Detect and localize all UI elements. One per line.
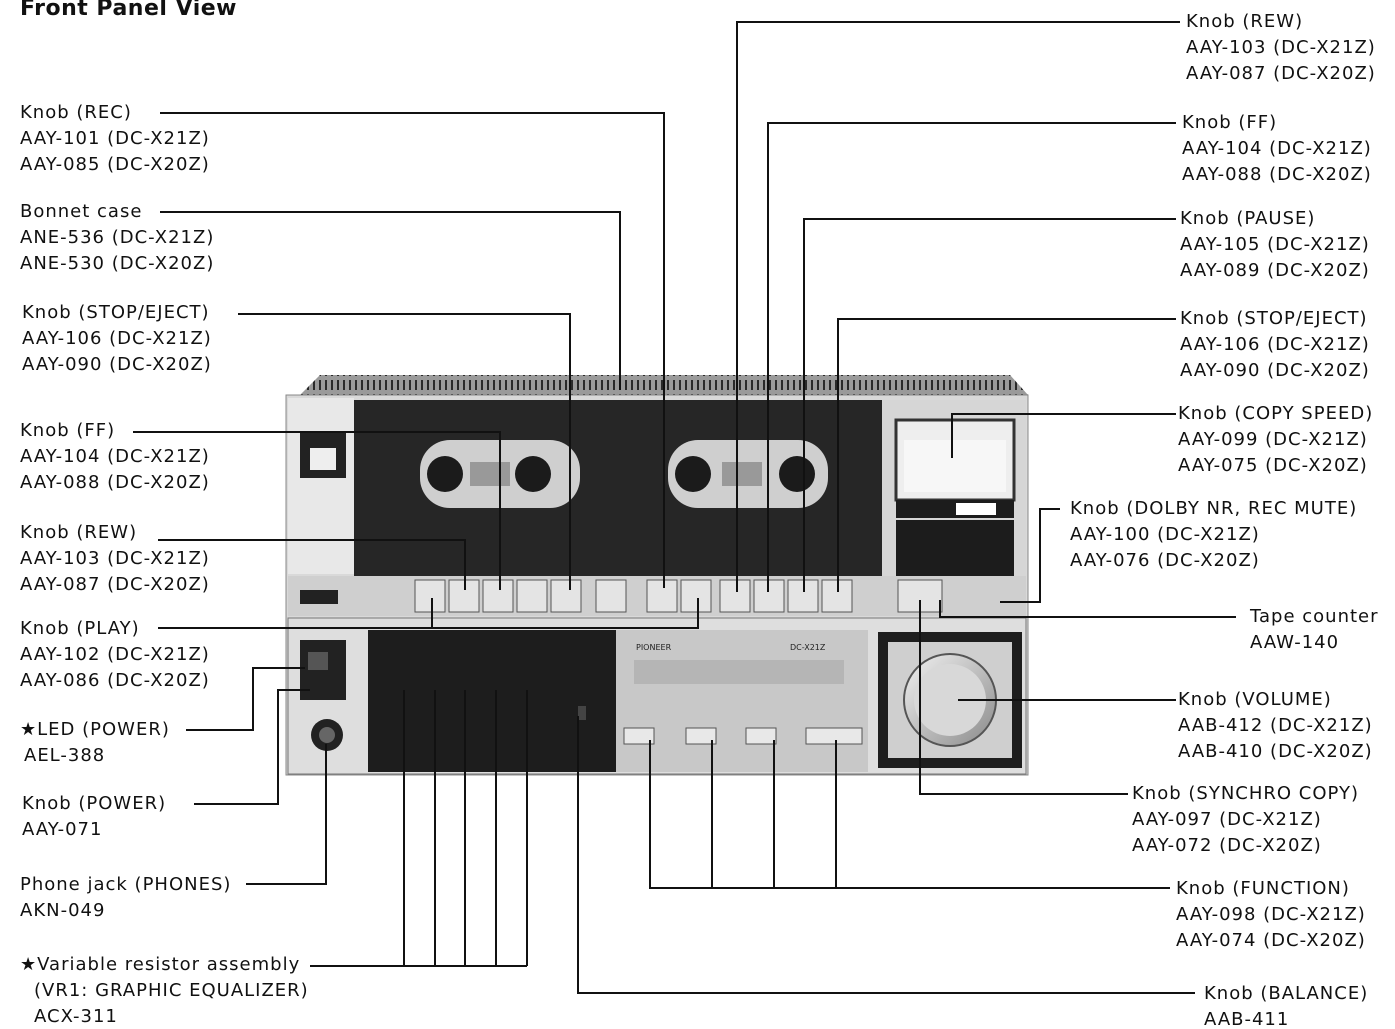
label-line: AAY-105 (DC-X21Z) bbox=[1180, 234, 1370, 255]
label-line: AAY-087 (DC-X20Z) bbox=[1186, 63, 1376, 84]
label-line: ANE-536 (DC-X21Z) bbox=[20, 227, 215, 248]
label-line: Knob (PAUSE) bbox=[1180, 208, 1316, 229]
label-led-power: ★LED (POWER) AEL-388 bbox=[20, 717, 170, 769]
label-line: AAB-412 (DC-X21Z) bbox=[1178, 715, 1373, 736]
label-line: Knob (FF) bbox=[1182, 112, 1278, 133]
label-line: AAY-102 (DC-X21Z) bbox=[20, 644, 210, 665]
label-knob-stop-eject-left: Knob (STOP/EJECT) AAY-106 (DC-X21Z) AAY-… bbox=[22, 300, 212, 378]
label-line: Knob (STOP/EJECT) bbox=[1180, 308, 1368, 329]
label-bonnet-case: Bonnet case ANE-536 (DC-X21Z) ANE-530 (D… bbox=[20, 199, 214, 277]
label-line: Knob (PLAY) bbox=[20, 618, 140, 639]
label-knob-play: Knob (PLAY) AAY-102 (DC-X21Z) AAY-086 (D… bbox=[20, 616, 210, 694]
label-knob-dolby-nr: Knob (DOLBY NR, REC MUTE) AAY-100 (DC-X2… bbox=[1070, 496, 1357, 574]
label-knob-power: Knob (POWER) AAY-071 bbox=[22, 791, 166, 843]
label-line: AAY-090 (DC-X20Z) bbox=[22, 354, 212, 375]
amplifier-section: PIONEER DC-X21Z bbox=[287, 617, 1027, 775]
label-line: Knob (FF) bbox=[20, 420, 116, 441]
label-line: Knob (POWER) bbox=[22, 793, 167, 814]
label-line: Tape counter bbox=[1250, 606, 1379, 627]
label-line: Knob (VOLUME) bbox=[1178, 689, 1332, 710]
label-line: Knob (REC) bbox=[20, 102, 132, 123]
label-knob-function: Knob (FUNCTION) AAY-098 (DC-X21Z) AAY-07… bbox=[1176, 876, 1366, 954]
label-line: AEL-388 bbox=[24, 745, 106, 766]
label-line: AAY-074 (DC-X20Z) bbox=[1176, 930, 1366, 951]
label-line: AAY-100 (DC-X21Z) bbox=[1070, 524, 1260, 545]
label-knob-copy-speed: Knob (COPY SPEED) AAY-099 (DC-X21Z) AAY-… bbox=[1178, 401, 1373, 479]
label-knob-stop-eject-right: Knob (STOP/EJECT) AAY-106 (DC-X21Z) AAY-… bbox=[1180, 306, 1370, 384]
label-line: AAY-106 (DC-X21Z) bbox=[1180, 334, 1370, 355]
label-line: AAY-104 (DC-X21Z) bbox=[1182, 138, 1372, 159]
label-line: AAY-089 (DC-X20Z) bbox=[1180, 260, 1370, 281]
label-line: AAY-071 bbox=[22, 819, 103, 840]
label-line: AAY-086 (DC-X20Z) bbox=[20, 670, 210, 691]
label-line: ANE-530 (DC-X20Z) bbox=[20, 253, 215, 274]
label-line: AAY-099 (DC-X21Z) bbox=[1178, 429, 1368, 450]
label-line: ★Variable resistor assembly bbox=[20, 954, 301, 975]
label-line: AAB-411 bbox=[1204, 1009, 1290, 1029]
label-line: AAY-088 (DC-X20Z) bbox=[20, 472, 210, 493]
label-line: AAY-097 (DC-X21Z) bbox=[1132, 809, 1322, 830]
label-knob-rec: Knob (REC) AAY-101 (DC-X21Z) AAY-085 (DC… bbox=[20, 100, 210, 178]
label-line: (VR1: GRAPHIC EQUALIZER) bbox=[34, 980, 309, 1001]
label-line: Knob (STOP/EJECT) bbox=[22, 302, 210, 323]
label-line: AKN-049 bbox=[20, 900, 106, 921]
label-line: Phone jack (PHONES) bbox=[20, 874, 232, 895]
label-line: AAY-103 (DC-X21Z) bbox=[1186, 37, 1376, 58]
label-knob-ff-left: Knob (FF) AAY-104 (DC-X21Z) AAY-088 (DC-… bbox=[20, 418, 210, 496]
label-line: AAY-075 (DC-X20Z) bbox=[1178, 455, 1368, 476]
model-badge: DC-X21Z bbox=[790, 643, 826, 652]
label-line: AAY-090 (DC-X20Z) bbox=[1180, 360, 1370, 381]
label-line: Knob (DOLBY NR, REC MUTE) bbox=[1070, 498, 1358, 519]
label-line: Knob (SYNCHRO COPY) bbox=[1132, 783, 1359, 804]
label-line: AAB-410 (DC-X20Z) bbox=[1178, 741, 1373, 762]
label-line: AAY-098 (DC-X21Z) bbox=[1176, 904, 1366, 925]
label-variable-resistor: ★Variable resistor assembly (VR1: GRAPHI… bbox=[20, 952, 309, 1029]
label-phone-jack: Phone jack (PHONES) AKN-049 bbox=[20, 872, 231, 924]
label-line: ★LED (POWER) bbox=[20, 719, 170, 740]
label-line: AAY-106 (DC-X21Z) bbox=[22, 328, 212, 349]
label-line: AAY-103 (DC-X21Z) bbox=[20, 548, 210, 569]
label-line: Knob (FUNCTION) bbox=[1176, 878, 1350, 899]
page-title: Front Panel View bbox=[20, 0, 238, 21]
label-line: ACX-311 bbox=[34, 1006, 118, 1027]
label-line: AAW-140 bbox=[1250, 632, 1340, 653]
label-knob-rew-left: Knob (REW) AAY-103 (DC-X21Z) AAY-087 (DC… bbox=[20, 520, 210, 598]
label-line: AAY-101 (DC-X21Z) bbox=[20, 128, 210, 149]
label-line: AAY-087 (DC-X20Z) bbox=[20, 574, 210, 595]
label-line: Knob (REW) bbox=[20, 522, 138, 543]
label-knob-rew-right: Knob (REW) AAY-103 (DC-X21Z) AAY-087 (DC… bbox=[1186, 9, 1376, 87]
label-knob-pause: Knob (PAUSE) AAY-105 (DC-X21Z) AAY-089 (… bbox=[1180, 206, 1370, 284]
label-knob-balance: Knob (BALANCE) AAB-411 bbox=[1204, 981, 1368, 1029]
label-knob-volume: Knob (VOLUME) AAB-412 (DC-X21Z) AAB-410 … bbox=[1178, 687, 1373, 765]
label-line: Knob (BALANCE) bbox=[1204, 983, 1369, 1004]
label-knob-ff-right: Knob (FF) AAY-104 (DC-X21Z) AAY-088 (DC-… bbox=[1182, 110, 1372, 188]
transport-button-row bbox=[288, 576, 1026, 616]
label-tape-counter: Tape counter AAW-140 bbox=[1250, 604, 1379, 656]
label-line: AAY-076 (DC-X20Z) bbox=[1070, 550, 1260, 571]
brand-logo: PIONEER bbox=[636, 643, 672, 652]
leader-lines bbox=[133, 21, 1236, 994]
label-line: AAY-104 (DC-X21Z) bbox=[20, 446, 210, 467]
label-line: AAY-072 (DC-X20Z) bbox=[1132, 835, 1322, 856]
cassette-deck-area bbox=[288, 398, 1026, 610]
label-line: Knob (COPY SPEED) bbox=[1178, 403, 1374, 424]
label-line: Knob (REW) bbox=[1186, 11, 1304, 32]
label-line: AAY-085 (DC-X20Z) bbox=[20, 154, 210, 175]
label-line: Bonnet case bbox=[20, 201, 143, 222]
label-line: AAY-088 (DC-X20Z) bbox=[1182, 164, 1372, 185]
label-knob-synchro-copy: Knob (SYNCHRO COPY) AAY-097 (DC-X21Z) AA… bbox=[1132, 781, 1359, 859]
